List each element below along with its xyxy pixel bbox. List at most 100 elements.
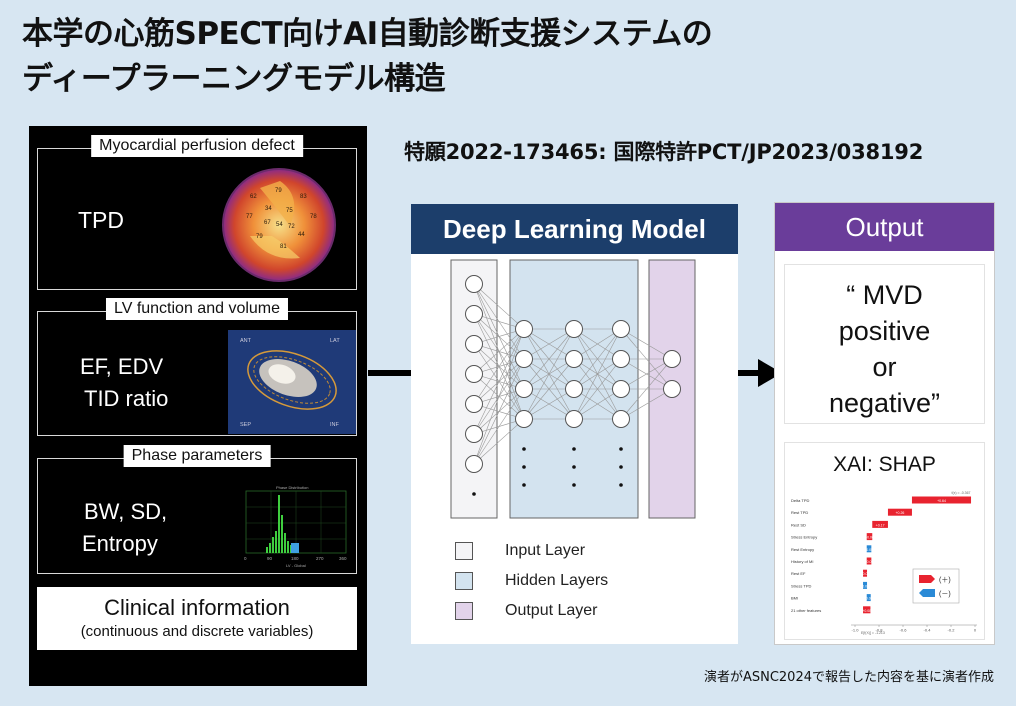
hidden-node bbox=[515, 380, 533, 398]
shap-feature-label: Rest SD bbox=[791, 522, 806, 527]
shap-feature-label: Rest EF bbox=[791, 571, 806, 576]
shap-tick-label: -0.6 bbox=[900, 628, 908, 633]
hidden-node bbox=[612, 410, 630, 428]
title: 本学の心筋SPECT向けAI自動診断支援システムの ディープラーニングモデル構造 bbox=[22, 12, 713, 102]
nn-edge bbox=[523, 358, 575, 420]
hist-tick-270: 270 bbox=[316, 556, 324, 561]
legend-output-swatch bbox=[455, 602, 473, 620]
polar-map-value: 44 bbox=[298, 232, 305, 238]
shap-bar bbox=[863, 581, 868, 589]
shap-legend-neg: (－) bbox=[939, 591, 951, 598]
input-node bbox=[465, 305, 483, 323]
nn-edge bbox=[473, 418, 525, 465]
ellipsis-dot bbox=[522, 465, 526, 469]
output-line-3: or bbox=[872, 352, 897, 382]
shap-feature-label: History of MI bbox=[791, 559, 813, 564]
ellipsis-dot bbox=[619, 465, 623, 469]
polar-map-value: 79 bbox=[275, 188, 282, 194]
shap-value: +0.08 bbox=[862, 609, 871, 613]
shap-efx-label: E[f(X)] = -1.213 bbox=[861, 631, 885, 635]
shap-feature-label: Rest Entropy bbox=[791, 547, 814, 552]
output-line-2: positive bbox=[838, 316, 931, 346]
phase-histogram-image: Phase Distribution 0 90 180 270 360 LV -… bbox=[236, 485, 354, 571]
clinical-title: Clinical information bbox=[104, 595, 290, 620]
input-node bbox=[465, 275, 483, 293]
lv-img-label-inf: INF bbox=[330, 422, 340, 428]
hist-tick-0: 0 bbox=[244, 556, 247, 561]
output-line-4: negative” bbox=[828, 388, 941, 418]
nn-edge bbox=[473, 283, 525, 330]
output-line-1: “ MVD bbox=[846, 280, 923, 310]
title-line-2: ディープラーニングモデル構造 bbox=[22, 61, 445, 97]
hidden-node bbox=[612, 350, 630, 368]
shap-tick-label: -1.0 bbox=[852, 628, 860, 633]
nn-edge bbox=[573, 328, 622, 360]
xai-title: XAI: SHAP bbox=[833, 453, 936, 476]
polar-map-value: 62 bbox=[250, 194, 257, 200]
shap-value: +0.26 bbox=[896, 511, 905, 515]
shap-tick-label: 0 bbox=[974, 628, 977, 633]
polar-map-value: 67 bbox=[264, 220, 271, 226]
ellipsis-dot bbox=[572, 483, 576, 487]
shap-feature-label: Stress TPD bbox=[791, 583, 811, 588]
shap-value: -0.05 bbox=[865, 548, 873, 552]
shap-bar bbox=[887, 508, 912, 516]
hidden-node bbox=[515, 350, 533, 368]
lv-img-label-sep: SEP bbox=[240, 422, 251, 428]
shap-bar bbox=[863, 606, 871, 614]
hidden-node bbox=[565, 350, 583, 368]
polar-map-value: 83 bbox=[300, 194, 307, 200]
shap-bar bbox=[866, 557, 872, 565]
model-title: Deep Learning Model bbox=[411, 204, 738, 254]
output-node bbox=[663, 380, 681, 398]
output-node bbox=[663, 350, 681, 368]
nn-edge bbox=[620, 388, 673, 420]
shap-value: -0.04 bbox=[861, 584, 869, 588]
lv-text-2: TID ratio bbox=[84, 386, 169, 411]
nn-edge bbox=[573, 328, 622, 420]
shap-bar bbox=[866, 533, 873, 541]
input-node bbox=[465, 395, 483, 413]
nn-edge bbox=[573, 358, 622, 420]
nn-edge bbox=[573, 388, 622, 420]
ellipsis-dot bbox=[619, 483, 623, 487]
nn-edge bbox=[620, 358, 673, 390]
hidden-node bbox=[515, 410, 533, 428]
lv-img-label-ant: ANT bbox=[240, 338, 252, 344]
shap-value: +0.64 bbox=[937, 499, 946, 503]
polar-map-value: 81 bbox=[280, 244, 287, 250]
shap-feature-label: Rest TPD bbox=[791, 510, 808, 515]
input-node bbox=[465, 335, 483, 353]
shap-fx-label: f(x) = -0.367 bbox=[952, 491, 971, 495]
patent-number: 特願2022-173465: 国際特許PCT/JP2023/038192 bbox=[404, 140, 924, 164]
nn-edge bbox=[523, 328, 575, 360]
shap-value: +0.04 bbox=[861, 572, 870, 576]
polar-map-value: 54 bbox=[276, 222, 283, 228]
title-line-1: 本学の心筋SPECT向けAI自動診断支援システムの bbox=[22, 16, 713, 52]
polar-map-value: 72 bbox=[288, 224, 295, 230]
lv-function-box: LV function and volume EF, EDV TID ratio… bbox=[37, 298, 357, 436]
hidden-node bbox=[565, 410, 583, 428]
nn-edge bbox=[573, 328, 622, 390]
ellipsis-dot bbox=[522, 447, 526, 451]
hist-tick-360: 360 bbox=[339, 556, 347, 561]
legend-output-label: Output Layer bbox=[505, 602, 598, 619]
shap-feature-label: BMI bbox=[791, 596, 798, 601]
polar-map-value: 34 bbox=[265, 206, 272, 212]
shap-bar bbox=[866, 545, 872, 553]
deep-learning-model-panel: Deep Learning Model Input Layer Hidden L… bbox=[411, 204, 738, 644]
shap-value: +0.17 bbox=[876, 523, 885, 527]
clinical-info-box: Clinical information (continuous and dis… bbox=[37, 587, 357, 650]
legend-input-label: Input Layer bbox=[505, 542, 586, 559]
shap-tick-label: -0.2 bbox=[948, 628, 956, 633]
polar-map-value: 79 bbox=[256, 234, 263, 240]
shap-value: +0.06 bbox=[865, 536, 874, 540]
nn-edge bbox=[523, 388, 575, 420]
input-node bbox=[465, 365, 483, 383]
shap-legend-pos: (＋) bbox=[939, 576, 951, 584]
shap-feature-label: Delta TPD bbox=[791, 498, 809, 503]
